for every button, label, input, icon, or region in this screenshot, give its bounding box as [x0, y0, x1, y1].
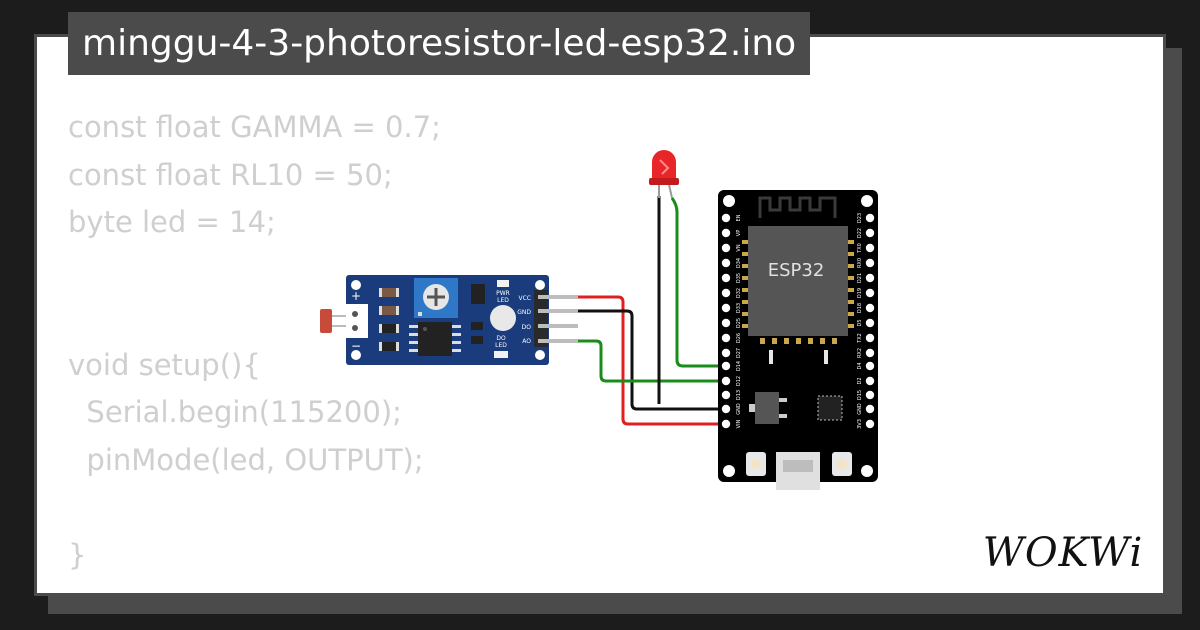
esp32-pin-label: D13	[736, 390, 742, 400]
code-preview: const float GAMMA = 0.7; const float RL1…	[68, 104, 441, 579]
wire-led-anode	[670, 197, 727, 368]
plus-label: +	[351, 289, 361, 303]
esp32-pin-label: VN	[736, 244, 742, 251]
code-line: const float GAMMA = 0.7;	[68, 110, 441, 144]
esp32-pin-label: D34	[736, 258, 742, 268]
esp32-pin-label: D32	[736, 288, 742, 298]
esp32-pin-label: RX0	[857, 258, 863, 268]
esp32-pin-label: D26	[736, 333, 742, 343]
preview-card	[34, 34, 1166, 596]
esp32-pin-label: D23	[857, 213, 863, 223]
pin-label-ao: AO	[522, 338, 531, 345]
do-led-label-2: LED	[495, 342, 507, 349]
esp32-pin-label: D25	[736, 318, 742, 328]
wire-vcc	[548, 295, 727, 426]
code-line: const float RL10 = 50;	[68, 157, 393, 192]
photoresistor-module[interactable]: + − PWR LED DO	[320, 275, 578, 365]
wokwi-logo: WOKWi	[983, 530, 1144, 576]
code-line: }	[68, 537, 87, 572]
wires	[548, 196, 727, 426]
code-line: Serial.begin(115200);	[68, 395, 402, 429]
code-line: pinMode(led, OUTPUT);	[68, 442, 424, 477]
pwr-led-label-1: PWR	[496, 290, 510, 297]
wokwi-logo-text: WOKWi	[983, 530, 1144, 576]
pwr-led-label-2: LED	[497, 297, 509, 304]
wire-gnd	[548, 309, 727, 411]
file-title: minggu-4-3-photoresistor-led-esp32.ino	[68, 12, 811, 75]
esp32-pin-label: D27	[736, 348, 742, 358]
pin-label-do: DO	[522, 324, 532, 331]
esp32-left-pin-holes	[721, 213, 731, 429]
esp32-pin-label: GND	[857, 403, 863, 415]
esp32-pin-label: D18	[857, 303, 863, 313]
esp32-right-pin-holes	[865, 213, 875, 429]
esp32-pin-label: D19	[857, 288, 863, 298]
esp32-pin-label: D4	[857, 362, 863, 369]
esp32-pin-label: D15	[857, 390, 863, 400]
pin-label-gnd: GND	[517, 309, 531, 316]
esp32-pin-label: EN	[736, 214, 742, 221]
esp32-pin-label: D5	[857, 319, 863, 326]
esp32-pin-label: TX0	[857, 243, 863, 254]
esp32-pin-label: D14	[736, 361, 742, 371]
esp32-pin-label: D12	[736, 376, 742, 386]
esp32-pin-label: D35	[736, 273, 742, 283]
esp32-board[interactable]: ESP32	[718, 190, 878, 490]
esp32-pin-label: 3V3	[857, 419, 863, 429]
esp32-pin-label: VP	[736, 230, 742, 236]
esp32-chip-label: ESP32	[768, 260, 825, 281]
esp32-pin-label: VIN	[736, 419, 742, 428]
ldr-sensor	[320, 304, 368, 338]
code-line: byte led = 14;	[68, 205, 276, 239]
esp32-pin-label: D22	[857, 228, 863, 238]
minus-label: −	[351, 339, 361, 353]
esp32-pin-label: RX2	[857, 348, 863, 358]
esp32-pin-label: D21	[857, 273, 863, 283]
do-led-label-1: DO	[496, 335, 506, 342]
wire-ao	[548, 339, 727, 383]
esp32-pin-label: D2	[857, 377, 863, 384]
led-red[interactable]	[649, 150, 679, 199]
code-line: void setup(){	[68, 347, 261, 382]
potentiometer[interactable]	[414, 278, 458, 318]
esp32-pin-label: GND	[736, 403, 742, 415]
esp32-pin-label: D33	[736, 303, 742, 313]
esp32-pin-label: TX2	[857, 333, 863, 344]
pin-label-vcc: VCC	[519, 295, 531, 302]
